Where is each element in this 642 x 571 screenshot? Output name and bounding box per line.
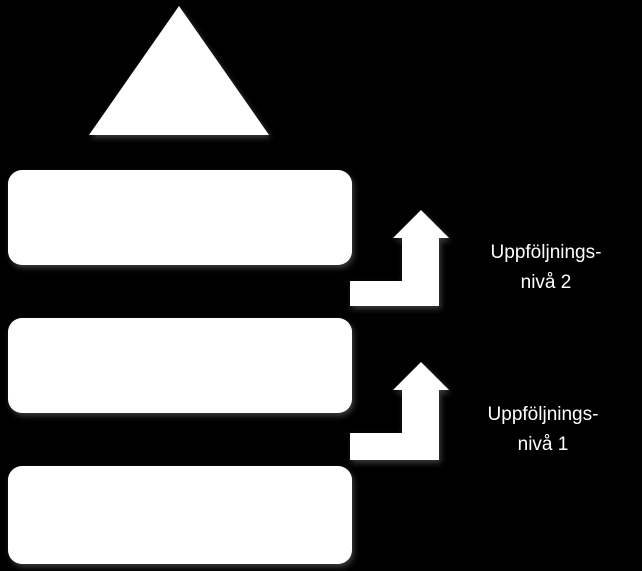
pyramid-top-triangle (89, 6, 269, 135)
level-block-top (8, 170, 352, 265)
level-label-2-line2: nivå 2 (520, 272, 572, 293)
level-label-1: Uppföljnings- nivå 1 (463, 400, 623, 460)
level-label-1-line1: Uppföljnings- (487, 404, 599, 425)
level-label-2: Uppföljnings- nivå 2 (466, 238, 626, 298)
level-label-2-line1: Uppföljnings- (490, 242, 602, 263)
level-label-1-line2: nivå 1 (517, 434, 569, 455)
up-arrow-level-2 (350, 210, 449, 306)
up-arrow-level-1 (350, 362, 449, 460)
level-block-bottom (8, 466, 352, 564)
level-block-middle (8, 318, 352, 413)
